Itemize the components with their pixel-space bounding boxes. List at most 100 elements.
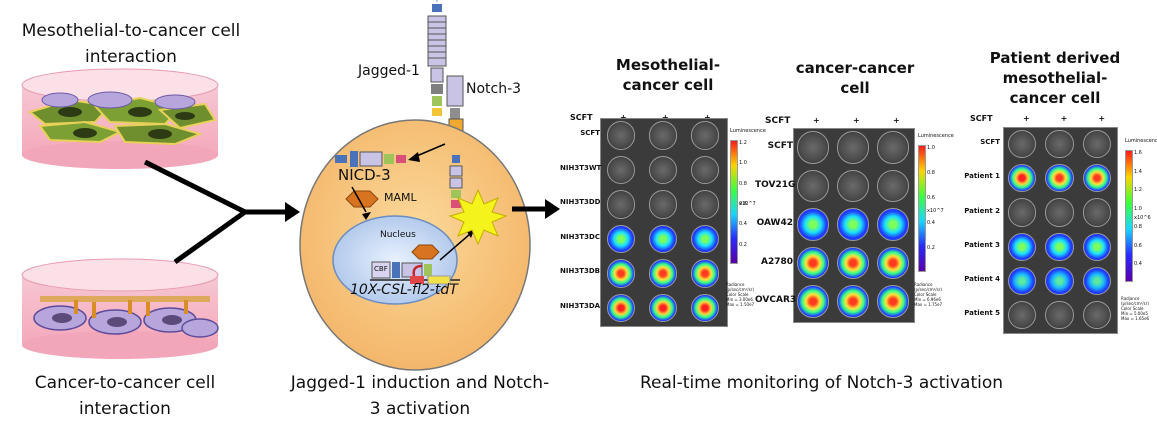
nicd-label: NICD-3 (338, 166, 391, 184)
patient-row-label: SCFT (980, 138, 1000, 147)
cancer-colorbar-tick: 0.6 (927, 195, 935, 201)
meso-row-label: NIH3T3DA (560, 301, 601, 310)
patient-well (1007, 164, 1036, 193)
meso-colorbar-tick: 0.6 (739, 201, 747, 207)
meso-colorbar-tick: 0.4 (739, 221, 747, 228)
jagged-notch-caption: Jagged-1 induction and Notch-3 activatio… (290, 373, 550, 419)
reporter-label: 10X-CSL-fl2-tdT (350, 282, 458, 298)
patient-colorbar-tick: 1.2 (1134, 187, 1142, 194)
cbf-label: CBF (374, 265, 388, 273)
patient-colorbar-tick: 1.6 (1134, 150, 1142, 156)
cancer-scft-header: SCFT (765, 116, 791, 126)
patient-colorbar-label: Luminescence (1125, 138, 1157, 144)
meso-colorbar-tick: 0.8 (739, 180, 747, 187)
cancer-dish (21, 258, 219, 359)
patient-colorbar (1125, 150, 1133, 282)
meso-row-label: NIH3T3DD (560, 198, 601, 207)
meso-plus-mark: + (704, 113, 711, 122)
cancer-row-label: SCFT (767, 141, 793, 152)
patient-colorbar-tick: 0.6 (1134, 242, 1142, 249)
patient-well (1007, 198, 1036, 227)
meso-colorbar-unit: x10^7 (739, 201, 756, 207)
patient-well (1007, 130, 1036, 159)
cancer-colorbar-label: Luminescence (918, 133, 954, 139)
cancer-well (796, 169, 830, 202)
patient-row-label: Patient 2 (964, 206, 1000, 215)
patient-well (1083, 130, 1112, 159)
realtime-caption: Real-time monitoring of Notch-3 activati… (640, 373, 1004, 393)
meso-well (648, 155, 678, 184)
meso-row-label: SCFT (580, 129, 600, 138)
cancer-row-label: OVCAR3 (755, 295, 797, 306)
nucleus-label: Nucleus (380, 230, 416, 240)
meso-row-label: NIH3T3WT (560, 163, 602, 172)
patient-scft-header: SCFT (970, 114, 993, 123)
cancer-plus-mark: + (893, 116, 900, 125)
meso-well (648, 259, 678, 288)
cancer-well (796, 285, 830, 318)
patient-colorbar-tick: 1.4 (1134, 168, 1142, 175)
meso-plus-mark: + (662, 113, 669, 122)
patient-well (1083, 301, 1112, 330)
patient-radiance-line2: Min = 5.00e5 (1121, 311, 1148, 316)
patient-plus-mark: + (1098, 114, 1106, 123)
cancer-radiance-line1: Color Scale (914, 292, 937, 297)
meso-dish (21, 68, 219, 169)
patient-colorbar-tick: 0.4 (1134, 261, 1142, 268)
cancer-radiance-line2: Min = 6.96e6 (914, 297, 941, 302)
cancer-well (796, 208, 830, 241)
arrow-head-1 (285, 202, 300, 222)
cancer-colorbar-tick: 0.2 (927, 245, 935, 251)
cancer-plus-mark: + (853, 116, 860, 125)
cancer-well (836, 246, 870, 279)
patient-row-label: Patient 4 (964, 274, 1000, 283)
patient-well (1045, 266, 1074, 295)
patient-well (1083, 232, 1112, 261)
patient-row-label: Patient 5 (964, 309, 1000, 318)
mesothelial-cells (27, 91, 217, 146)
meso-row-label: NIH3T3DC (560, 232, 600, 241)
cancer-well (836, 208, 870, 241)
meso-well (606, 293, 636, 322)
cancer-row-label: A2780 (760, 256, 793, 267)
patient-well (1007, 301, 1036, 330)
notch-label: Notch-3 (466, 81, 522, 97)
cancer-colorbar-tick: 1.0 (927, 145, 935, 151)
meso-well (690, 121, 720, 150)
meso-plate (600, 118, 728, 327)
patient-well (1083, 266, 1112, 295)
meso-well (648, 190, 678, 219)
meso-well (690, 190, 720, 219)
cancer-colorbar-tick: 0.8 (927, 170, 935, 176)
meso-well (606, 259, 636, 288)
patient-well (1045, 164, 1074, 193)
meso-radiance-line2: Min = 3.00e6 (726, 297, 753, 302)
patient-row-label: Patient 1 (964, 172, 1000, 181)
meso-scft-header: SCFT (570, 113, 593, 122)
meso-colorbar-tick: 1.0 (739, 160, 747, 167)
meso-well (606, 121, 636, 150)
patient-colorbar-unit: x10^6 (1134, 215, 1151, 221)
meso-well (648, 293, 678, 322)
patient-plus-mark: + (1060, 114, 1068, 123)
cancer-cells (33, 296, 219, 338)
cancer-well (876, 285, 910, 318)
cancer-well (796, 246, 830, 279)
meso-panel-title: Mesothelial-cancer cell (615, 56, 721, 94)
patient-radiance-line1: Color Scale (1121, 306, 1144, 311)
patient-well (1007, 232, 1036, 261)
meso-well (648, 121, 678, 150)
patient-panel-title: Patient derived mesothelial-cancer cell (989, 49, 1121, 107)
meso-colorbar (730, 140, 738, 264)
meso-well (606, 190, 636, 219)
cancer-row-label: OAW42 (756, 218, 793, 229)
cancer-radiance-line3: Max = 1.75e7 (914, 302, 943, 307)
meso-radiance-line1: Color Scale (726, 292, 749, 297)
meso-radiance-line3: Max = 1.50e7 (726, 302, 755, 307)
meso-well (690, 259, 720, 288)
meso-colorbar-label: Luminescence (730, 128, 766, 134)
cancer-colorbar-tick: 0.4 (927, 220, 935, 226)
patient-plate (1003, 127, 1118, 335)
cancer-plus-mark: + (813, 116, 820, 125)
